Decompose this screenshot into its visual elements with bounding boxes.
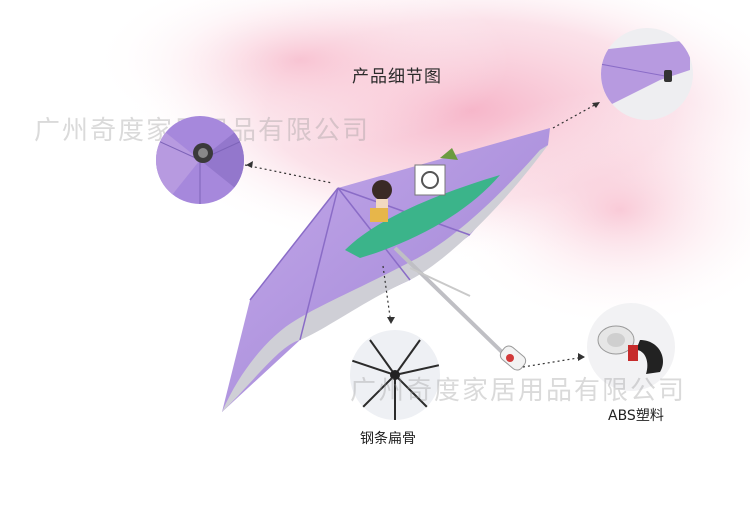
tip-detail-photo (601, 28, 693, 120)
ribs-label: 钢条扁骨 (360, 431, 416, 447)
top-cap-detail-photo (156, 116, 244, 204)
umbrella-shaft (393, 246, 527, 371)
handle-material-label: ABS塑料 (608, 408, 664, 424)
ribs-detail-photo (350, 330, 440, 420)
callout-arrows (244, 101, 601, 368)
umbrella-canopy (222, 128, 550, 412)
handle-detail-photo (587, 303, 675, 391)
watermark-bottom: 广州奇度家居用品有限公司 (350, 376, 687, 406)
page-title: 产品细节图 (352, 67, 442, 87)
cartoon-print (370, 148, 458, 222)
arrowheads (246, 102, 600, 361)
